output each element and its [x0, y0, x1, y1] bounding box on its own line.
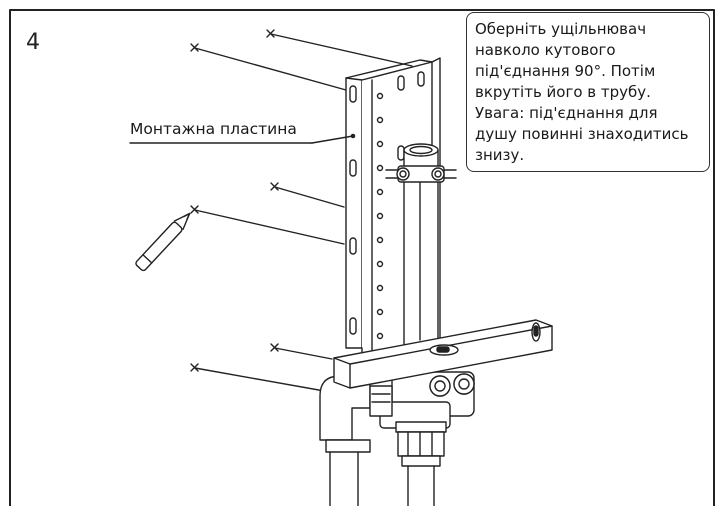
- mounting-plate-label: Монтажна пластина: [130, 120, 297, 138]
- x-mark-icon: [190, 43, 347, 91]
- diagram-border: [9, 9, 715, 506]
- x-mark-icon: [190, 205, 345, 245]
- callout-line: під'єднання 90°. Потім: [475, 62, 656, 80]
- lower-pipes: [407, 465, 435, 506]
- pencil-icon: [135, 212, 191, 272]
- x-mark-icon: [270, 182, 345, 208]
- callout-line: вкрутіть його в трубу.: [475, 83, 651, 101]
- callout-line: Оберніть ущільнювач: [475, 20, 647, 38]
- x-mark-icon: [270, 343, 333, 360]
- x-mark-icon: [190, 363, 331, 393]
- pipe-with-clamp: [385, 143, 457, 351]
- mounting-plate-leader: [129, 135, 354, 144]
- callout-line: душу повинні знаходитись: [475, 125, 689, 143]
- step-number: 4: [26, 30, 40, 55]
- spirit-level-icon: [333, 319, 553, 389]
- callout-line: Увага: під'єднання для: [475, 104, 658, 122]
- callout-line: знизу.: [475, 146, 525, 164]
- valve-handles: [429, 373, 475, 397]
- x-mark-icon: [266, 29, 413, 67]
- elbow-connection: [319, 375, 393, 506]
- callout-line: навколо кутового: [475, 41, 616, 59]
- instruction-callout: Оберніть ущільнювач навколо кутового під…: [466, 12, 710, 172]
